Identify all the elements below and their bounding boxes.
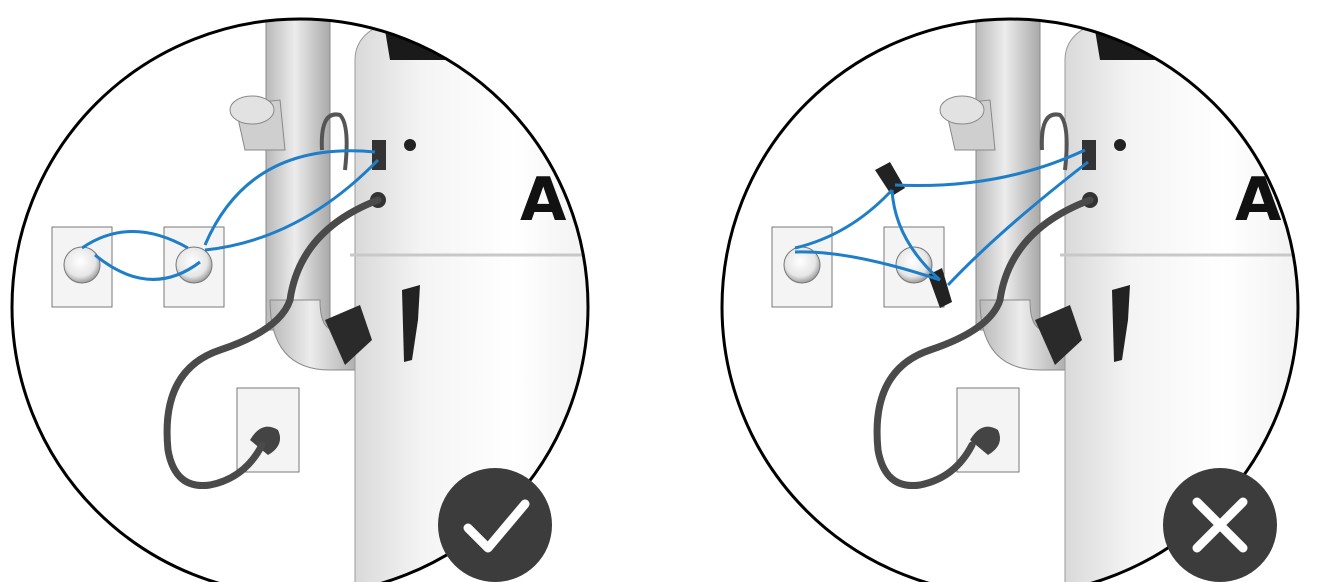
correct-wiring-illustration: Au [0,0,600,582]
badge-circle [438,468,552,582]
incorrect-wiring-illustration: Au [700,0,1300,582]
incorrect-badge [1163,468,1277,582]
correct-badge [438,468,552,582]
correct-wiring-panel: Au [0,0,600,582]
pipe-cap [230,96,274,124]
unit-screw [1114,139,1126,151]
vacuum-unit-lid [385,20,600,60]
pipe-cap [940,96,984,124]
wall-inlet-1 [64,247,100,283]
incorrect-wiring-panel: Au [700,0,1300,582]
low-voltage-wiring [82,151,378,280]
unit-screw [404,139,416,151]
vacuum-unit-lid [1095,20,1300,60]
brand-logo: Au [520,165,600,235]
